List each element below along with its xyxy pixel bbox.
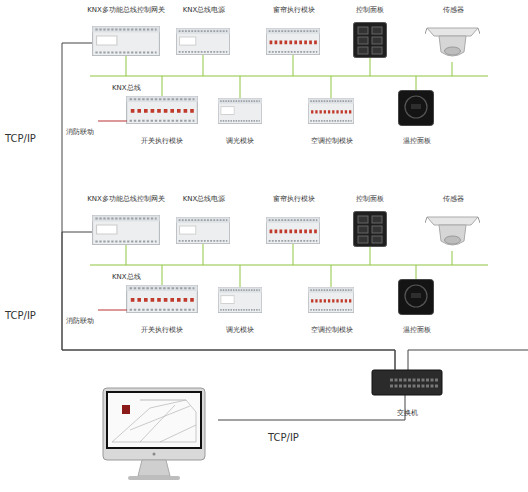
network-switch-node: 交换机 (366, 366, 448, 418)
monitor-logo (153, 453, 156, 456)
device-label: 空调控制模块 (311, 137, 353, 146)
network-label: TCP/IP (268, 432, 299, 443)
sensor-node: 传感器 (418, 195, 488, 253)
device-label: 开关执行模块 (141, 137, 183, 146)
switch-device (372, 370, 442, 395)
device-label: 窗帘执行模块 (273, 195, 315, 204)
curtain-node: 窗帘执行模块 (258, 195, 330, 247)
bus-label: KNX总线 (112, 272, 141, 282)
screen-icon (122, 405, 130, 414)
switch-module-node: 开关执行模块 (124, 283, 200, 335)
monitor-screen (108, 393, 200, 447)
panel-node: 控制面板 (340, 6, 400, 60)
screen-toolbar (140, 400, 186, 401)
device-label: 空调控制模块 (311, 326, 353, 335)
network-wire (408, 350, 528, 370)
thermostat-node: 温控面板 (386, 86, 448, 146)
tcpip-link (62, 232, 395, 370)
thermostat-node: 温控面板 (386, 275, 448, 335)
network-wire (218, 395, 405, 420)
monitor-base (128, 476, 180, 480)
device-label: KNX多功能总线控制网关 (87, 195, 165, 204)
device-label: 温控面板 (403, 137, 431, 146)
fire-link-label: 消防联动 (66, 127, 94, 137)
edge-label: TCP/IP (5, 310, 36, 321)
device-label: 温控面板 (403, 326, 431, 335)
device-label: 调光模块 (226, 326, 254, 335)
monitor-bezel (106, 391, 202, 449)
device-label: 调光模块 (226, 137, 254, 146)
device-label: KNX多功能总线控制网关 (87, 6, 165, 15)
device-label: 开关执行模块 (141, 326, 183, 335)
dimmer-node: 调光模块 (206, 94, 274, 146)
ac-node: 空调控制模块 (296, 94, 368, 146)
tcpip-link (62, 43, 395, 370)
curtain-node: 窗帘执行模块 (258, 6, 330, 58)
bus-label: KNX总线 (112, 83, 141, 93)
monitor-stand (138, 460, 170, 476)
device-label: 传感器 (443, 195, 464, 204)
panel-node: 控制面板 (340, 195, 400, 249)
edge-label: TCP/IP (5, 133, 36, 144)
switch-ports (390, 379, 438, 382)
knx-group (90, 212, 488, 315)
device-label: 传感器 (443, 6, 464, 15)
gateway-node: KNX多功能总线控制网关 (76, 6, 176, 58)
switch-ports (390, 385, 438, 388)
device-label: 交换机 (397, 409, 418, 418)
switch-module-node: 开关执行模块 (124, 94, 200, 146)
device-label: KNX总线电源 (183, 6, 226, 15)
device-label: 控制面板 (356, 6, 384, 15)
fire-link-label: 消防联动 (66, 316, 94, 326)
device-label: KNX总线电源 (183, 195, 226, 204)
device-label: 窗帘执行模块 (273, 6, 315, 15)
ac-node: 空调控制模块 (296, 283, 368, 335)
floor-plan (112, 400, 196, 442)
sensor-node: 传感器 (418, 6, 488, 64)
monitor-frame (103, 388, 205, 460)
gateway-node: KNX多功能总线控制网关 (76, 195, 176, 247)
power-node: KNX总线电源 (168, 195, 240, 247)
knx-group (90, 23, 488, 126)
power-node: KNX总线电源 (168, 6, 240, 58)
device-label: 控制面板 (356, 195, 384, 204)
dimmer-node: 调光模块 (206, 283, 274, 335)
